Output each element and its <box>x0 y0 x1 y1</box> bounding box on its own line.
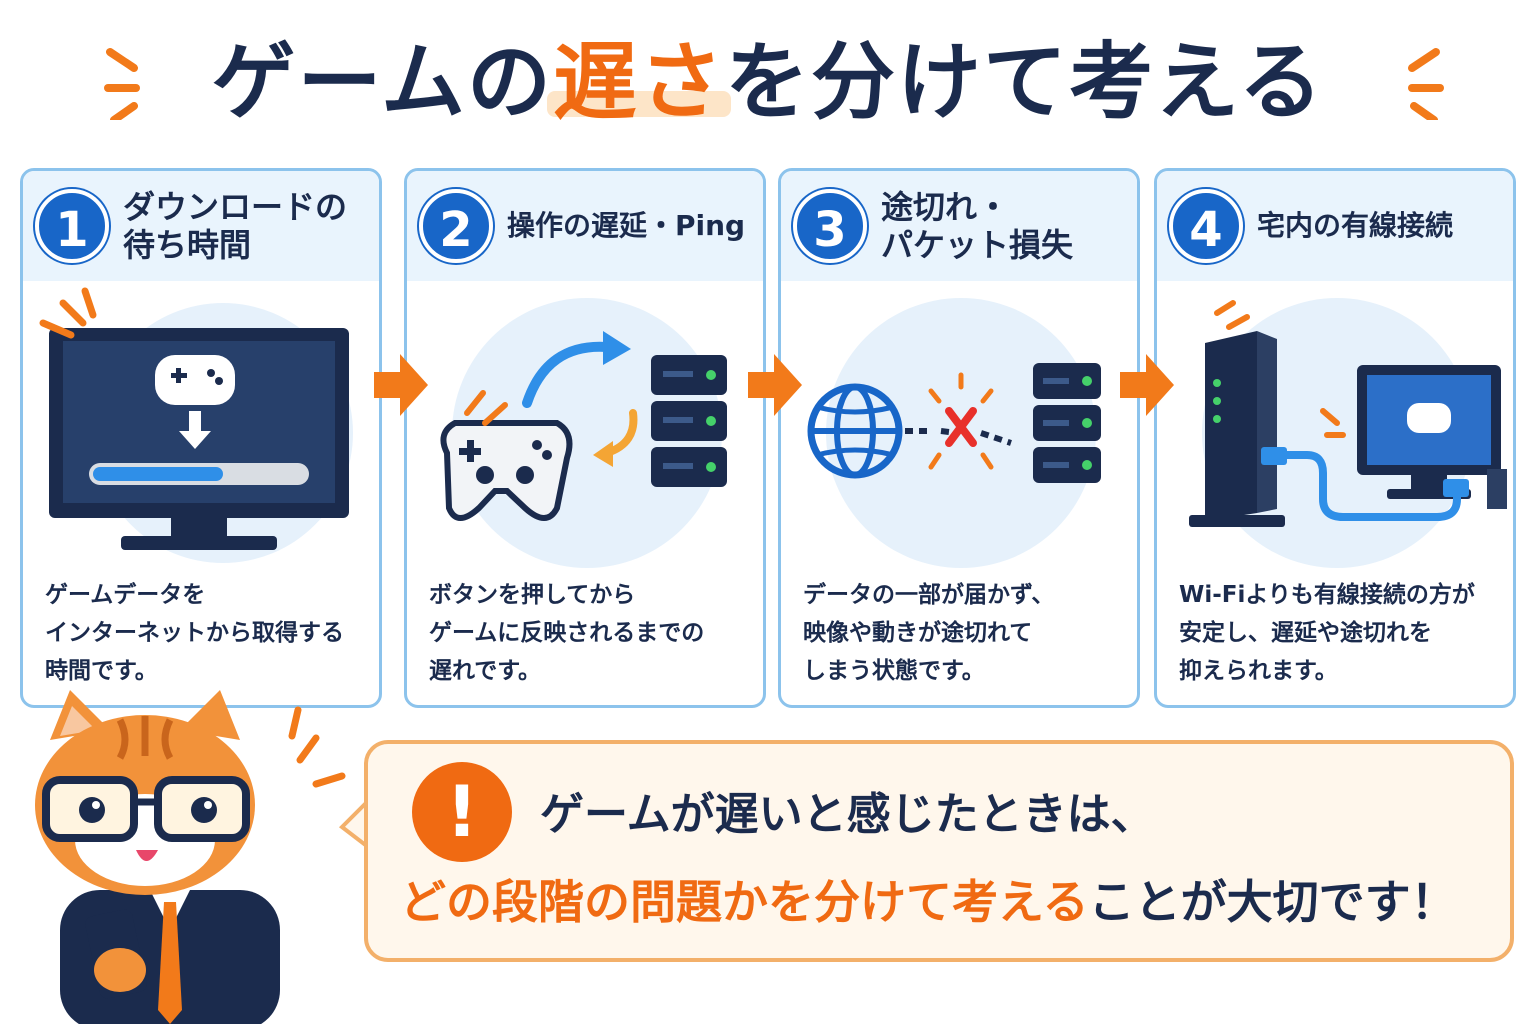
router-wired-pc-icon <box>1189 298 1507 568</box>
spark-right-icon <box>1408 48 1444 120</box>
card-description: データの一部が届かず、 映像や動きが途切れて しまう状態です。 <box>803 582 1055 684</box>
card-title: ダウンロードの 待ち時間 <box>123 188 348 264</box>
card-header: 3 途切れ・ パケット損失 <box>781 171 1137 281</box>
controller-server-icon <box>440 298 727 568</box>
card-header: 4 宅内の有線接続 <box>1157 171 1513 281</box>
callout-highlight: どの段階の問題かを分けて考える <box>400 875 1089 929</box>
card-title: 途切れ・ パケット損失 <box>881 188 1074 264</box>
page-title: ゲームの遅さを分けて考える <box>212 22 1325 142</box>
arrow-right-icon <box>1120 354 1174 416</box>
callout-line-2: どの段階の問題かを分けて考えることが大切です！ <box>400 866 1500 932</box>
title-accent: 遅さ <box>552 33 725 131</box>
page-title-area: ゲームの遅さを分けて考える <box>0 22 1536 152</box>
card-description: ボタンを押してから ゲームに反映されるまでの 遅れです。 <box>429 582 705 684</box>
card-description: ゲームデータを インターネットから取得する 時間です。 <box>45 582 344 684</box>
card-download: 1 ダウンロードの 待ち時間 ゲームデータを インターネットから取得する 時間で… <box>20 168 382 708</box>
card-latency: 2 操作の遅延・Ping ボタンを押してから ゲームに反映されるまでの 遅れです… <box>404 168 766 708</box>
card-header: 2 操作の遅延・Ping <box>407 171 763 281</box>
callout-line-1: ゲームが遅いと感じたときは、 <box>540 789 1155 840</box>
cat-mascot <box>35 690 346 1024</box>
card-packet-loss: 3 途切れ・ パケット損失 データの一部が届かず、 映像や動きが途切れて しまう… <box>778 168 1140 708</box>
step-number: 4 <box>1169 189 1243 263</box>
tv-download-icon <box>39 287 353 563</box>
card-title: 操作の遅延・Ping <box>507 209 746 242</box>
arrow-right-icon <box>748 354 802 416</box>
arrow-right-icon <box>374 354 428 416</box>
callout-rest: ことが大切です！ <box>1088 875 1457 929</box>
card-description: Wi-Fiよりも有線接続の方が 安定し、遅延や途切れを 抑えられます。 <box>1179 582 1475 684</box>
card-title: 宅内の有線接続 <box>1257 209 1454 242</box>
title-pre: ゲームの <box>211 33 553 131</box>
summary-callout <box>364 740 1514 962</box>
spark-left-icon <box>104 48 140 120</box>
warning-icon: ! <box>412 762 512 862</box>
step-number: 1 <box>35 189 109 263</box>
globe-packet-loss-icon <box>807 298 1101 568</box>
step-number: 2 <box>419 189 493 263</box>
card-wired: 4 宅内の有線接続 Wi-Fiよりも有線接続の方が 安定し、遅延や途切れを 抑え… <box>1154 168 1516 708</box>
title-post: を分けて考える <box>725 33 1325 131</box>
card-header: 1 ダウンロードの 待ち時間 <box>23 171 379 281</box>
step-number: 3 <box>793 189 867 263</box>
